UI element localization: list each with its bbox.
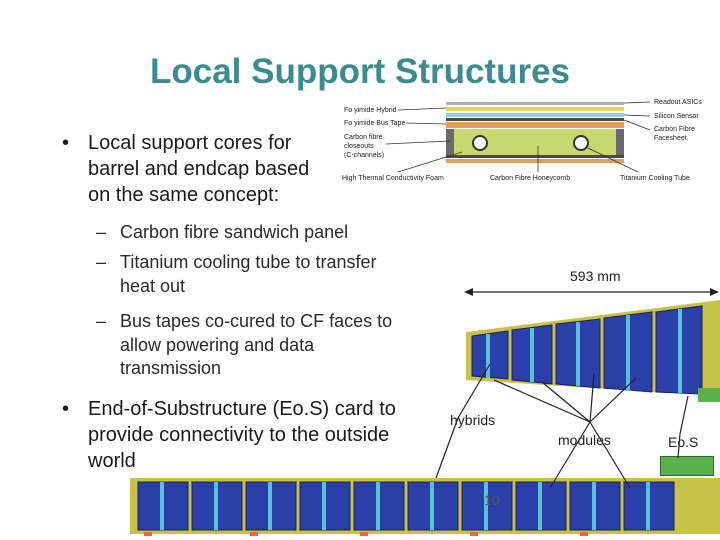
label-cooling-tube: Titanium Cooling Tube <box>620 175 690 182</box>
dash-symbol: – <box>96 311 107 331</box>
bullet-1-line-3: on the same concept: <box>88 184 280 206</box>
label-polyimide-hybrid: Fo yimide Hybrid <box>344 107 397 114</box>
stave-connectors <box>144 532 588 536</box>
bus-tape-layer <box>446 122 624 128</box>
silicon-sensor-layer <box>446 113 624 117</box>
bullet-2: • End-of-Substructure (Eo.S) card to pro… <box>62 396 396 474</box>
sub-bullet-3: – Bus tapes co-cured to CF faces to allo… <box>96 310 393 381</box>
closeout-right <box>616 129 624 155</box>
bullet-1-line-1: Local support cores for <box>88 132 292 154</box>
page-number: 10 <box>484 492 500 508</box>
dash-symbol: – <box>96 222 107 242</box>
cooling-tube-left <box>472 135 488 151</box>
bullet-symbol: • <box>62 132 70 154</box>
bullet-2-line-3: world <box>88 450 136 472</box>
label-polyimide-bus-tape: Fo yimide Bus Tape <box>344 120 405 127</box>
sub-bullet-2-line-2: heat out <box>120 275 186 296</box>
eos-card-petal <box>698 388 720 402</box>
bullet-2-line-1: End-of-Substructure (Eo.S) card to <box>88 398 396 420</box>
dash-symbol: – <box>96 252 107 272</box>
closeout-left <box>446 129 454 155</box>
bus-tape-bottom <box>446 159 624 163</box>
callout-arrows <box>435 363 689 489</box>
label-silicon-sensor: Silicon Sensor <box>654 113 699 120</box>
label-carbon-fibre: Carbon fibre <box>344 134 383 141</box>
sub-bullet-1-line-1: Carbon fibre sandwich panel <box>120 222 349 242</box>
label-carbon-fibre-right: Carbon Fibre <box>654 126 695 133</box>
stave-hybrids <box>160 482 650 530</box>
sub-bullet-3-line-3: transmission <box>120 358 222 378</box>
dimension-label: 593 mm <box>570 268 621 284</box>
eos-card-stave <box>660 456 714 476</box>
sub-bullet-1: – Carbon fibre sandwich panel <box>96 221 349 245</box>
bullet-symbol: • <box>62 398 70 420</box>
label-foam: High Thermal Conductivity Foam <box>342 175 444 182</box>
eos-label: Eo.S <box>668 434 699 450</box>
endcap-petal <box>466 300 720 402</box>
hybrids-label: hybrids <box>450 412 496 428</box>
facesheet-top <box>446 118 624 121</box>
modules-label: modules <box>558 432 611 448</box>
label-closeouts: closeouts <box>344 143 374 150</box>
sub-bullet-2: – Titanium cooling tube to transfer heat… <box>96 251 377 298</box>
slide-title: Local Support Structures <box>149 52 571 91</box>
facesheet-bottom <box>446 155 624 158</box>
readout-asic-layer <box>446 102 624 105</box>
bullet-2-line-2: provide connectivity to the outside <box>88 424 390 446</box>
bullet-1-line-2: barrel and endcap based <box>88 158 310 180</box>
label-facesheet: Facesheet <box>654 135 687 142</box>
sub-bullet-3-line-2: allow powering and data <box>120 334 315 355</box>
petal-hybrids <box>486 309 682 393</box>
label-readout-asics: Readout ASICs <box>654 99 702 106</box>
hybrid-layer <box>446 107 624 111</box>
label-honeycomb: Carbon Fibre Honeycomb <box>490 175 570 182</box>
dimension-arrow <box>464 288 719 296</box>
cooling-tube-right <box>573 135 589 151</box>
leader-arrows <box>385 101 651 173</box>
cross-section-diagram: Fo yimide Hybrid Fo yimide Bus Tape Carb… <box>342 99 702 182</box>
label-c-channels: (C-channels) <box>344 152 384 159</box>
sub-bullet-2-line-1: Titanium cooling tube to transfer <box>120 252 377 272</box>
barrel-stave <box>130 478 720 536</box>
bullet-1: • Local support cores for barrel and end… <box>62 130 310 208</box>
sub-bullet-3-line-1: Bus tapes co-cured to CF faces to <box>120 311 393 331</box>
